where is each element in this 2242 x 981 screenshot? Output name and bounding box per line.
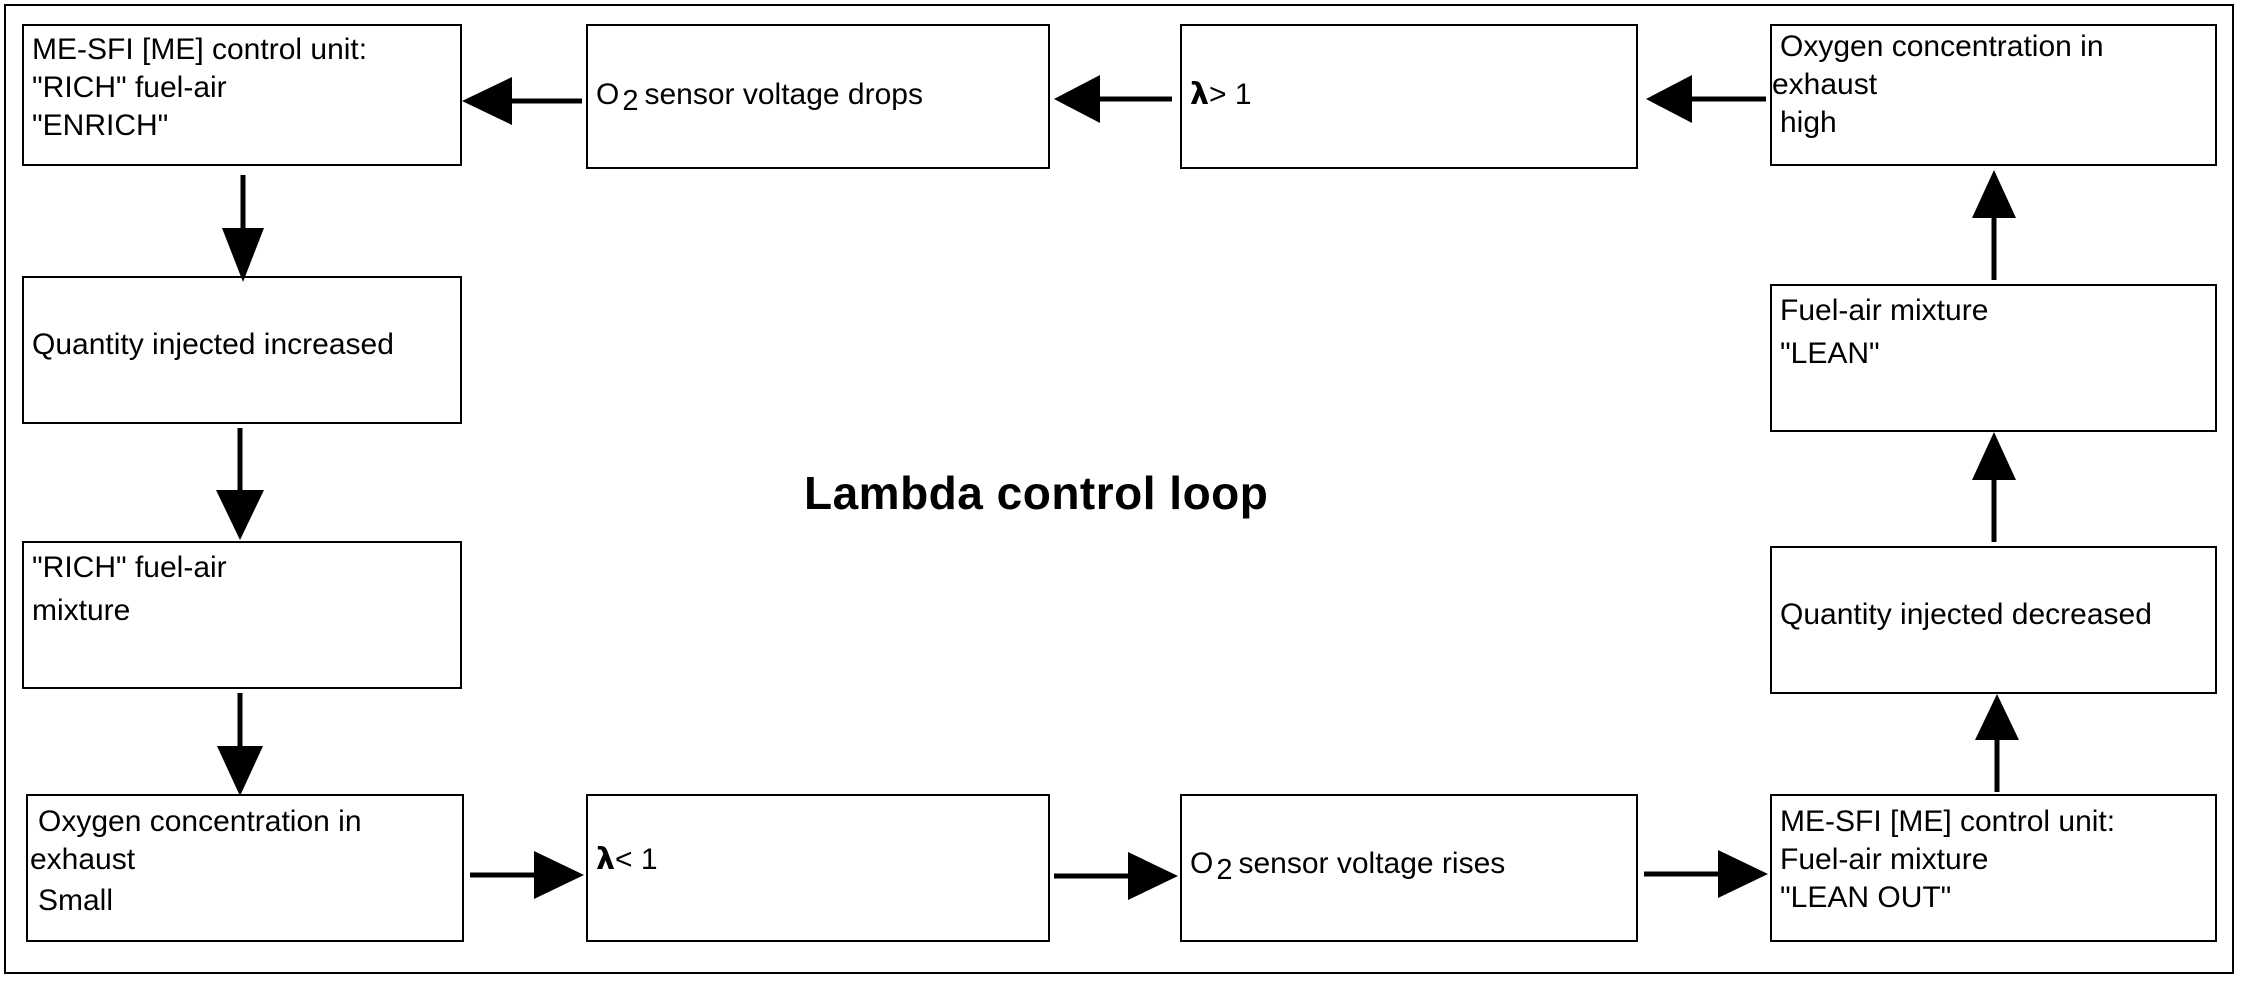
o2-rest: sensor voltage drops (644, 78, 923, 111)
node-line: "LEAN OUT" (1780, 881, 1952, 914)
node-line: mixture (32, 594, 131, 627)
node-line: exhaust (30, 843, 136, 876)
node-control-unit-lean-out: ME-SFI [ME] control unit: Fuel-air mixtu… (1770, 794, 2217, 942)
lambda-condition: > 1 (1208, 78, 1252, 111)
o2-prefix: O (596, 78, 620, 111)
node-label: λ> 1 (1190, 76, 1632, 114)
arrow-o2-drops-to-control-unit-rich (462, 77, 582, 125)
node-lambda-less-than-1: λ< 1 (586, 794, 1050, 942)
arrow-rich-mixture-to-oxygen-small (217, 693, 263, 796)
arrow-oxygen-small-to-lambda-lt (470, 851, 584, 899)
node-line: "RICH" fuel-air (32, 71, 227, 104)
node-line: Fuel-air mixture (1780, 294, 1989, 327)
o2-rest: sensor voltage rises (1238, 847, 1506, 880)
node-lambda-greater-than-1: λ> 1 (1180, 24, 1638, 169)
node-fuel-air-mixture-lean: Fuel-air mixture "LEAN" (1770, 284, 2217, 432)
arrow-o2-rises-to-control-unit-lean (1644, 850, 1768, 898)
node-line: "LEAN" (1780, 337, 1880, 370)
node-line: ME-SFI [ME] control unit: (32, 33, 368, 66)
node-line: exhaust (1772, 68, 1878, 101)
node-line: Fuel-air mixture (1780, 843, 1989, 876)
node-control-unit-rich: ME-SFI [ME] control unit: "RICH" fuel-ai… (22, 24, 462, 166)
lambda-symbol: λ (1190, 77, 1209, 112)
arrow-control-unit-lean-to-qty-decreased (1975, 694, 2019, 792)
node-line: Oxygen concentration in (38, 805, 362, 838)
node-quantity-injected-increased: Quantity injected increased (22, 276, 462, 424)
node-line: Small (38, 884, 114, 917)
lambda-symbol: λ (596, 842, 615, 877)
lambda-condition: < 1 (614, 843, 658, 876)
arrow-oxygen-high-to-lambda-gt (1646, 75, 1766, 123)
node-line: Quantity injected increased (32, 328, 394, 361)
node-line: Quantity injected decreased (1780, 598, 2152, 631)
o2-subscript: 2 (1216, 854, 1233, 886)
diagram-frame (4, 4, 2234, 974)
node-oxygen-concentration-small: Oxygen concentration in exhaust Small (26, 794, 464, 942)
arrow-qty-decreased-to-fuel-lean (1972, 432, 2016, 542)
node-line: ME-SFI [ME] control unit: (1780, 805, 2116, 838)
node-label: λ< 1 (596, 841, 1044, 879)
arrow-qty-increased-to-rich-mixture (216, 428, 264, 540)
node-quantity-injected-decreased: Quantity injected decreased (1770, 546, 2217, 694)
node-line: Oxygen concentration in (1780, 30, 2104, 63)
node-line: "RICH" fuel-air (32, 551, 227, 584)
node-line: "ENRICH" (32, 109, 169, 142)
arrow-control-unit-rich-to-qty-increased (222, 175, 264, 282)
arrow-lambda-gt-to-o2-drops (1054, 75, 1172, 123)
o2-subscript: 2 (622, 85, 639, 117)
o2-prefix: O (1190, 847, 1214, 880)
node-oxygen-concentration-high: Oxygen concentration in exhaust high (1770, 24, 2217, 166)
diagram-title: Lambda control loop (804, 467, 1269, 519)
arrow-lambda-lt-to-o2-rises (1054, 852, 1178, 900)
arrow-fuel-lean-to-oxygen-high (1972, 170, 2016, 280)
node-line: high (1780, 106, 1837, 139)
node-rich-fuel-air-mixture: "RICH" fuel-air mixture (22, 541, 462, 689)
